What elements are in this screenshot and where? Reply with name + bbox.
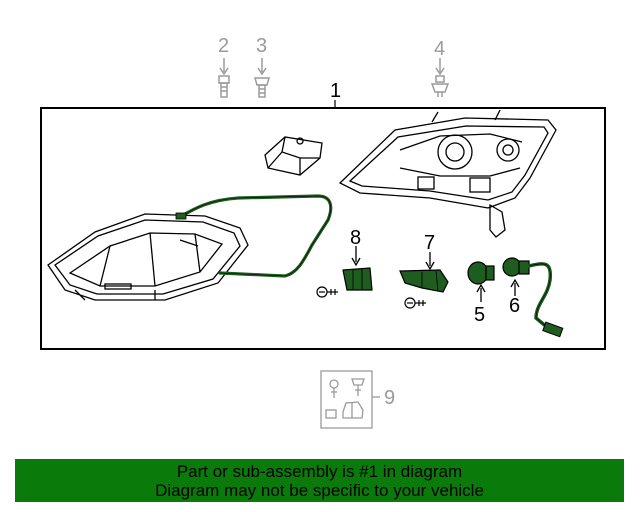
banner-line-1: Part or sub-assembly is #1 in diagram — [176, 462, 463, 481]
callout-8: 8 — [350, 227, 361, 249]
callout-9: 9 — [384, 387, 395, 409]
callout-2: 2 — [218, 35, 229, 57]
part-8-bracket[interactable] — [342, 246, 373, 291]
screw-7[interactable] — [404, 297, 426, 309]
part-5-bulb[interactable] — [467, 261, 495, 302]
screw-8[interactable] — [316, 286, 338, 298]
part-7-bracket[interactable] — [399, 252, 449, 293]
headlamp-housing[interactable] — [338, 109, 557, 238]
assembly-box — [40, 107, 606, 350]
callout-1: 1 — [330, 80, 341, 102]
part-2-bolt[interactable] — [218, 58, 230, 98]
banner-line-2: Diagram may not be specific to your vehi… — [155, 481, 484, 500]
info-banner: Part or sub-assembly is #1 in diagram Di… — [15, 459, 624, 502]
callout-4: 4 — [434, 38, 445, 60]
wiring-harness[interactable] — [175, 194, 333, 278]
part-6-socket[interactable] — [502, 257, 564, 338]
parts-diagram: 2 3 4 1 — [40, 35, 606, 429]
housing-bracket[interactable] — [264, 136, 323, 176]
callout-7: 7 — [424, 232, 435, 254]
part-4-clip[interactable] — [430, 58, 450, 97]
callout-6: 6 — [509, 295, 520, 317]
part-9-kit[interactable] — [320, 370, 380, 429]
headlamp-lens[interactable] — [47, 213, 249, 301]
callout-5: 5 — [474, 304, 485, 326]
part-3-bolt[interactable] — [254, 58, 270, 98]
callout-3: 3 — [256, 35, 267, 57]
